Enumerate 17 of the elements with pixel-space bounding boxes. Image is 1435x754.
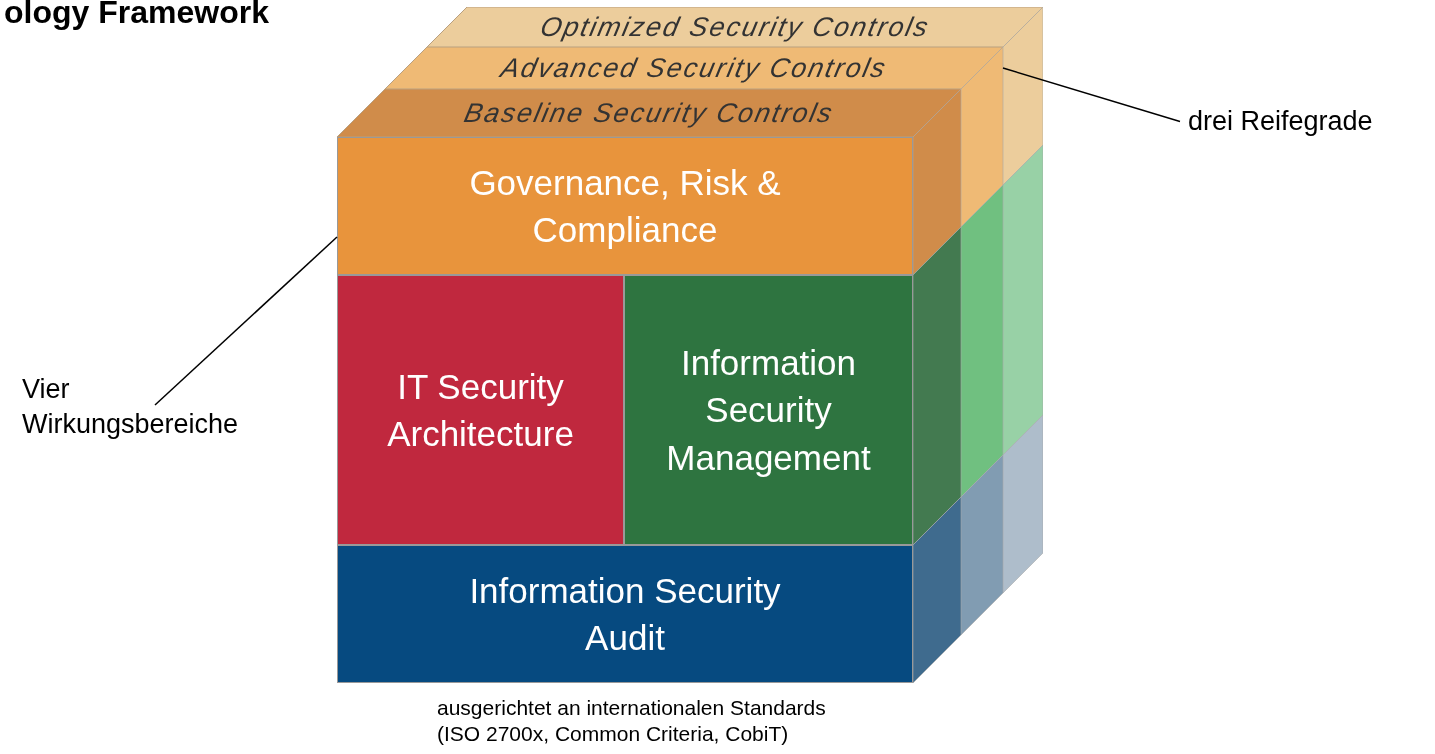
area-panel bbox=[337, 275, 624, 545]
callout-text: Vier Wirkungsbereiche bbox=[22, 372, 282, 443]
area-panel bbox=[337, 137, 913, 275]
area-title: IT Security Architecture bbox=[386, 365, 575, 455]
area-title: Information Security Audit bbox=[468, 569, 782, 659]
title: ology Framework bbox=[4, 0, 269, 31]
leader-line bbox=[1002, 67, 1181, 123]
leader-line bbox=[154, 236, 338, 406]
layer-label: Baseline Security Controls bbox=[461, 97, 837, 129]
area-title: Governance, Risk & Compliance bbox=[468, 161, 782, 251]
layer-label: Advanced Security Controls bbox=[498, 52, 890, 84]
layer-label: Optimized Security Controls bbox=[537, 11, 933, 43]
area-panel bbox=[624, 275, 913, 545]
area-panel bbox=[337, 545, 913, 683]
note-text: ausgerichtet an internationalen Standards (ISO 2700x, Common Criteria, CobiT) bbox=[437, 695, 827, 748]
area-title: Information Security Management bbox=[665, 342, 872, 479]
callout-text: drei Reifegrade bbox=[1188, 104, 1373, 140]
